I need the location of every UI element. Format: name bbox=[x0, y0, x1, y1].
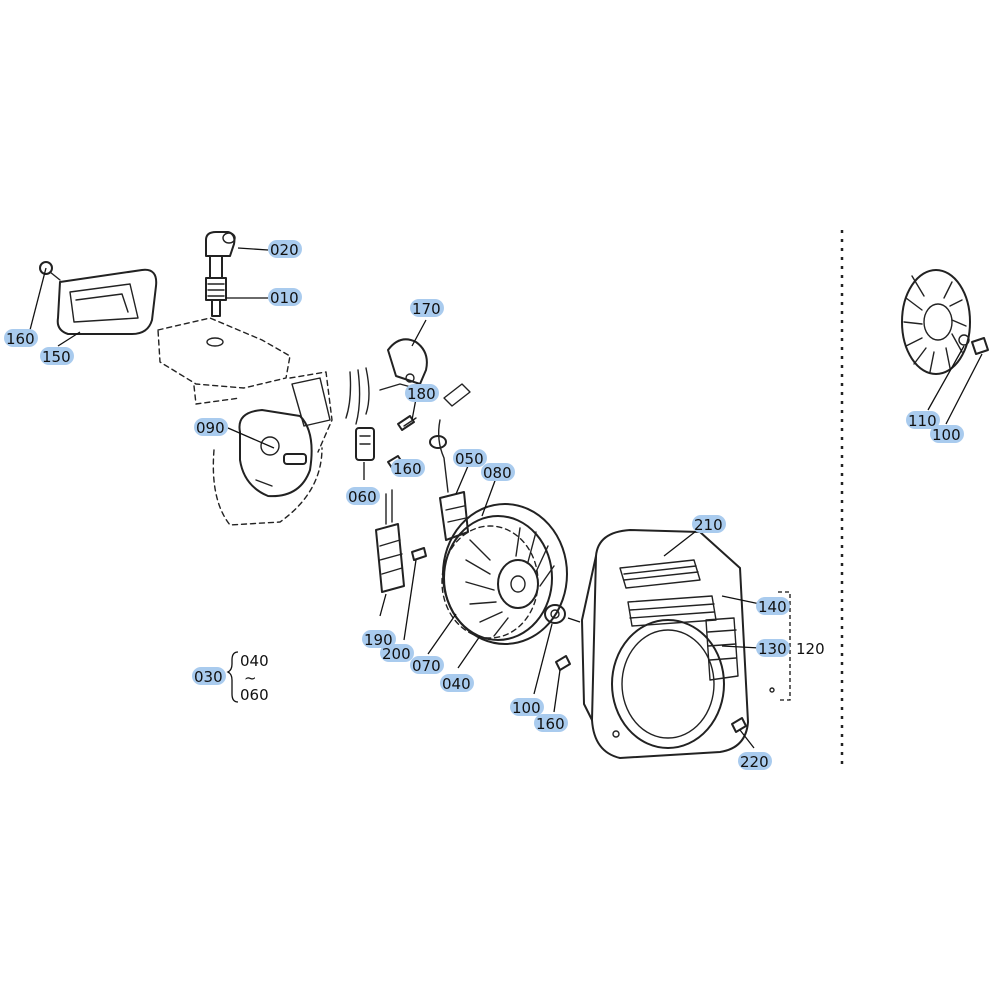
label-030: 030 bbox=[194, 668, 223, 686]
label-060: 060 bbox=[348, 488, 377, 506]
stator-plate-part bbox=[238, 377, 331, 498]
label-040-range: 040 bbox=[240, 652, 269, 670]
washer-100-part bbox=[544, 604, 566, 624]
label-190: 190 bbox=[364, 631, 393, 649]
label-120: 120 bbox=[796, 640, 825, 658]
screw-200-part bbox=[411, 547, 427, 561]
part-labels: 020 010 170 180 160 160 150 090 060 050 … bbox=[6, 241, 961, 771]
fan-shroud-part bbox=[581, 529, 775, 759]
leader-lines bbox=[29, 247, 983, 749]
bolt-180-part bbox=[397, 415, 417, 431]
label-110: 110 bbox=[908, 412, 937, 430]
label-050: 050 bbox=[455, 450, 484, 468]
label-210: 210 bbox=[694, 516, 723, 534]
plug-cap-part bbox=[205, 231, 236, 257]
label-010: 010 bbox=[270, 289, 299, 307]
label-180: 180 bbox=[407, 385, 436, 403]
label-100: 100 bbox=[512, 699, 541, 717]
label-range-tilde: ~ bbox=[244, 669, 257, 687]
bracket-part bbox=[387, 338, 428, 385]
alt-fan-part bbox=[901, 269, 971, 375]
ignition-coil-part bbox=[429, 383, 471, 541]
range-note bbox=[226, 651, 239, 703]
label-020: 020 bbox=[270, 241, 299, 259]
wiring-harness-part bbox=[345, 367, 423, 461]
label-100-right: 100 bbox=[932, 426, 961, 444]
flywheel-part bbox=[441, 503, 568, 645]
label-070: 070 bbox=[412, 657, 441, 675]
label-060-range: 060 bbox=[240, 686, 269, 704]
engine-body-outline bbox=[157, 317, 333, 526]
label-140: 140 bbox=[758, 598, 787, 616]
screw-220-part bbox=[731, 717, 747, 733]
label-170: 170 bbox=[412, 300, 441, 318]
group-bracket-120 bbox=[778, 591, 791, 701]
rectifier-part bbox=[375, 489, 405, 593]
bolt-160-lower-part bbox=[555, 655, 571, 671]
label-160-lower: 160 bbox=[536, 715, 565, 733]
label-160-left: 160 bbox=[6, 330, 35, 348]
label-160-center: 160 bbox=[393, 460, 422, 478]
spark-plug-part bbox=[205, 255, 227, 347]
label-080: 080 bbox=[483, 464, 512, 482]
label-highlights bbox=[4, 240, 964, 770]
label-040: 040 bbox=[442, 675, 471, 693]
label-090: 090 bbox=[196, 419, 225, 437]
alt-nut-100-part bbox=[971, 337, 989, 355]
label-150: 150 bbox=[42, 348, 71, 366]
label-220: 220 bbox=[740, 753, 769, 771]
heat-shield-part bbox=[39, 261, 158, 335]
label-200: 200 bbox=[382, 645, 411, 663]
label-130: 130 bbox=[758, 640, 787, 658]
